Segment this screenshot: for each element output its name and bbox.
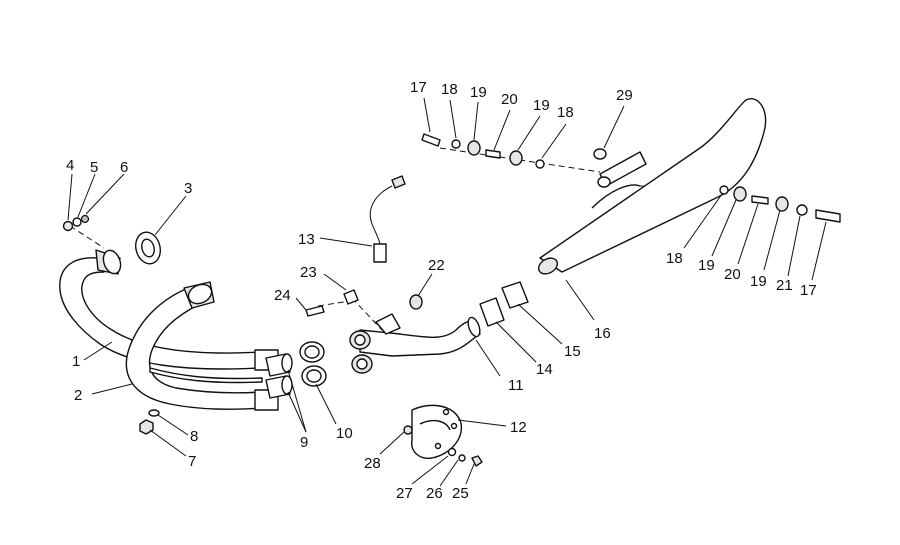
leader-lines — [67, 97, 827, 487]
callout-15: 15 — [564, 343, 581, 360]
callout-17-right: 17 — [800, 282, 817, 299]
callout-18-top-left: 18 — [441, 81, 458, 98]
callout-14: 14 — [536, 361, 553, 378]
callout-18-top-right: 18 — [557, 104, 574, 121]
callout-22: 22 — [428, 257, 445, 274]
callout-1: 1 — [72, 353, 80, 370]
callout-28: 28 — [364, 455, 381, 472]
callout-27: 27 — [396, 485, 413, 502]
callout-26: 26 — [426, 485, 443, 502]
callout-7: 7 — [188, 453, 196, 470]
callout-20-top: 20 — [501, 91, 518, 108]
callout-24: 24 — [274, 287, 291, 304]
callout-4: 4 — [66, 157, 74, 174]
callout-8: 8 — [190, 428, 198, 445]
nut-7-washer-8 — [139, 409, 160, 435]
callout-29: 29 — [616, 87, 633, 104]
sleeves-14-15 — [479, 281, 529, 327]
callout-10: 10 — [336, 425, 353, 442]
callout-5: 5 — [90, 159, 98, 176]
callout-19-right-left: 19 — [698, 257, 715, 274]
callout-6: 6 — [120, 159, 128, 176]
fasteners-25-26-27-28 — [403, 425, 483, 467]
callout-12: 12 — [510, 419, 527, 436]
muffler-16 — [537, 98, 767, 275]
callout-19-top-right: 19 — [533, 97, 550, 114]
callout-9: 9 — [300, 434, 308, 451]
clamps-9 — [265, 353, 293, 399]
callout-18-right: 18 — [666, 250, 683, 267]
callout-21: 21 — [776, 277, 793, 294]
clamps-10 — [299, 341, 327, 387]
callout-11: 11 — [508, 377, 524, 394]
callout-labels: 1 2 3 4 5 6 7 8 9 10 11 12 13 14 15 16 1… — [66, 79, 817, 502]
callout-20-right: 20 — [724, 266, 741, 283]
callout-16: 16 — [594, 325, 611, 342]
callout-19-top-left: 19 — [470, 84, 487, 101]
fasteners-22-23-24 — [305, 289, 423, 317]
callout-23: 23 — [300, 264, 317, 281]
callout-2: 2 — [74, 387, 82, 404]
heat-shield-12 — [411, 404, 463, 459]
right-fastener-row — [719, 185, 841, 223]
fasteners-4-5-6 — [62, 214, 90, 232]
collector-pipe-11 — [349, 313, 481, 374]
callout-19-right-right: 19 — [750, 273, 767, 290]
callout-17-top: 17 — [410, 79, 427, 96]
header-pipe-2 — [125, 281, 279, 411]
callout-3: 3 — [184, 180, 192, 197]
callout-13: 13 — [298, 231, 315, 248]
callout-25: 25 — [452, 485, 469, 502]
upper-fastener-row — [421, 133, 607, 169]
lambda-sensor-13 — [369, 175, 406, 263]
gasket-3 — [134, 231, 162, 265]
